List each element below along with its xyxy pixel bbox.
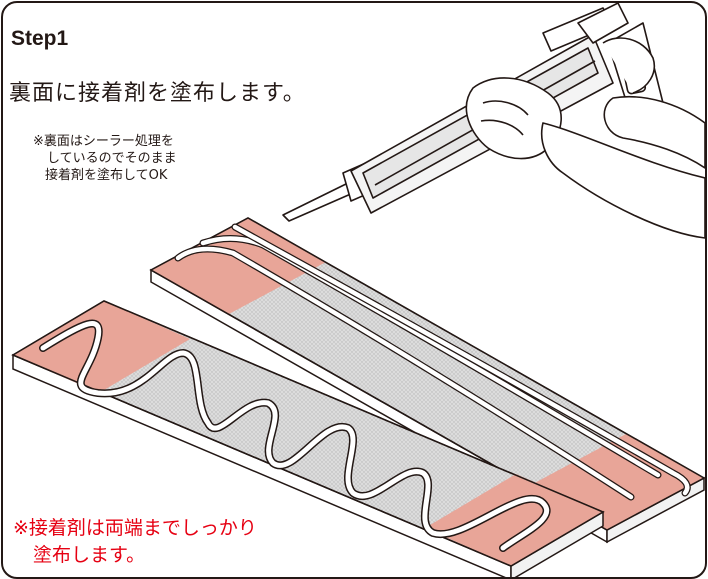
sealer-note: ※裏面はシーラー処理を しているのでそのまま 接着剤を塗布してOK	[33, 133, 293, 184]
warning-line: 塗布します。	[33, 544, 146, 566]
adhesive-zone-front-left	[13, 301, 190, 393]
instruction-headline: 裏面に接着剤を塗布します。	[9, 81, 306, 106]
step-label: Step1	[11, 27, 69, 50]
warning-line: ※接着剤は両端までしっかり	[13, 517, 257, 539]
adhesive-bead-icon	[174, 223, 691, 501]
note-line: ※裏面はシーラー処理を	[33, 134, 174, 149]
illustration	[11, 3, 705, 577]
adhesive-zone-front-right	[425, 474, 603, 566]
edge-warning: ※接着剤は両端までしっかり 塗布します。	[13, 515, 257, 569]
gloved-hand-icon	[465, 37, 705, 239]
adhesive-zone-back-left	[151, 218, 326, 314]
note-line: 接着剤を塗布してOK	[45, 168, 168, 183]
wavy-bead	[39, 319, 551, 552]
note-line: しているのでそのまま	[47, 151, 177, 166]
board-panel-icon	[11, 300, 605, 577]
